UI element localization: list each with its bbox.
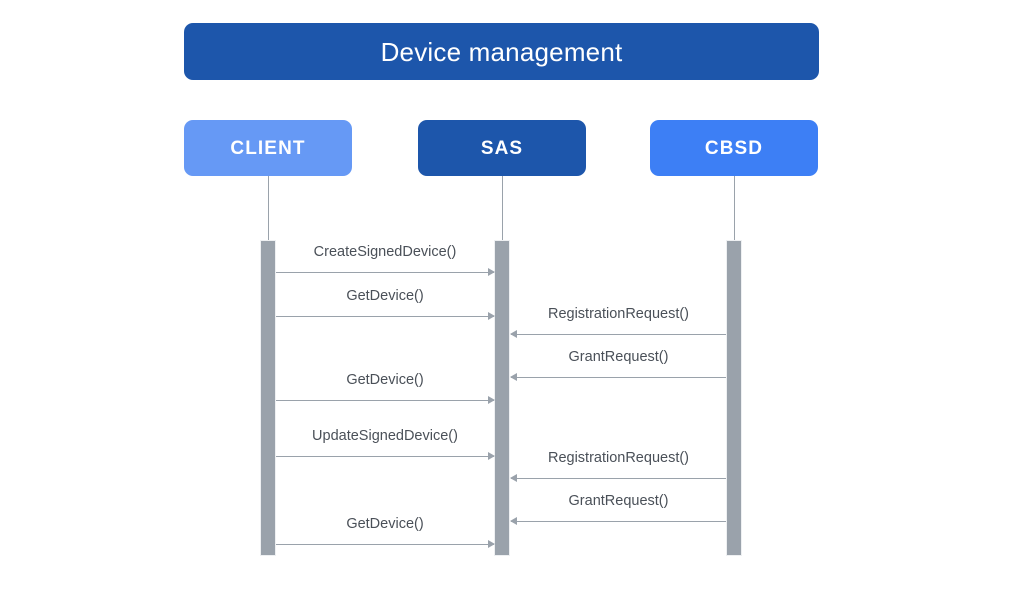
message-label: GrantRequest() [568, 493, 669, 509]
arrow-head-left-icon [510, 373, 517, 381]
arrow-head-right-icon [488, 396, 495, 404]
page-title: Device management [380, 36, 623, 67]
message-line [276, 456, 494, 457]
message-line [511, 334, 726, 335]
message-line [276, 316, 494, 317]
message-label: GetDevice() [346, 516, 424, 532]
lifeline-cbsd [734, 176, 735, 241]
message-label: GetDevice() [346, 288, 424, 304]
participant-box-cbsd[interactable]: CBSD [650, 120, 818, 176]
message-line [276, 400, 494, 401]
participant-box-sas[interactable]: SAS [418, 120, 586, 176]
activation-bar-client [260, 240, 276, 556]
arrow-head-right-icon [488, 540, 495, 548]
lifeline-client [268, 176, 269, 241]
arrow-head-left-icon [510, 330, 517, 338]
arrow-head-right-icon [488, 452, 495, 460]
participant-box-client[interactable]: CLIENT [184, 120, 352, 176]
lifeline-sas [502, 176, 503, 241]
message-line [276, 272, 494, 273]
arrow-head-right-icon [488, 268, 495, 276]
diagram-title-banner: Device management [184, 23, 819, 80]
participant-label-client: CLIENT [230, 137, 306, 159]
activation-bar-cbsd [726, 240, 742, 556]
arrow-head-left-icon [510, 474, 517, 482]
message-label: GrantRequest() [568, 349, 669, 365]
message-label: GetDevice() [346, 372, 424, 388]
activation-bar-sas [494, 240, 510, 556]
arrow-head-left-icon [510, 517, 517, 525]
message-label: CreateSignedDevice() [313, 244, 457, 260]
message-label: UpdateSignedDevice() [312, 428, 458, 444]
message-label: RegistrationRequest() [547, 306, 690, 322]
message-line [276, 544, 494, 545]
participant-label-sas: SAS [480, 137, 524, 159]
message-label: RegistrationRequest() [547, 450, 690, 466]
message-line [511, 478, 726, 479]
message-line [511, 521, 726, 522]
message-line [511, 377, 726, 378]
arrow-head-right-icon [488, 312, 495, 320]
participant-label-cbsd: CBSD [704, 137, 764, 159]
